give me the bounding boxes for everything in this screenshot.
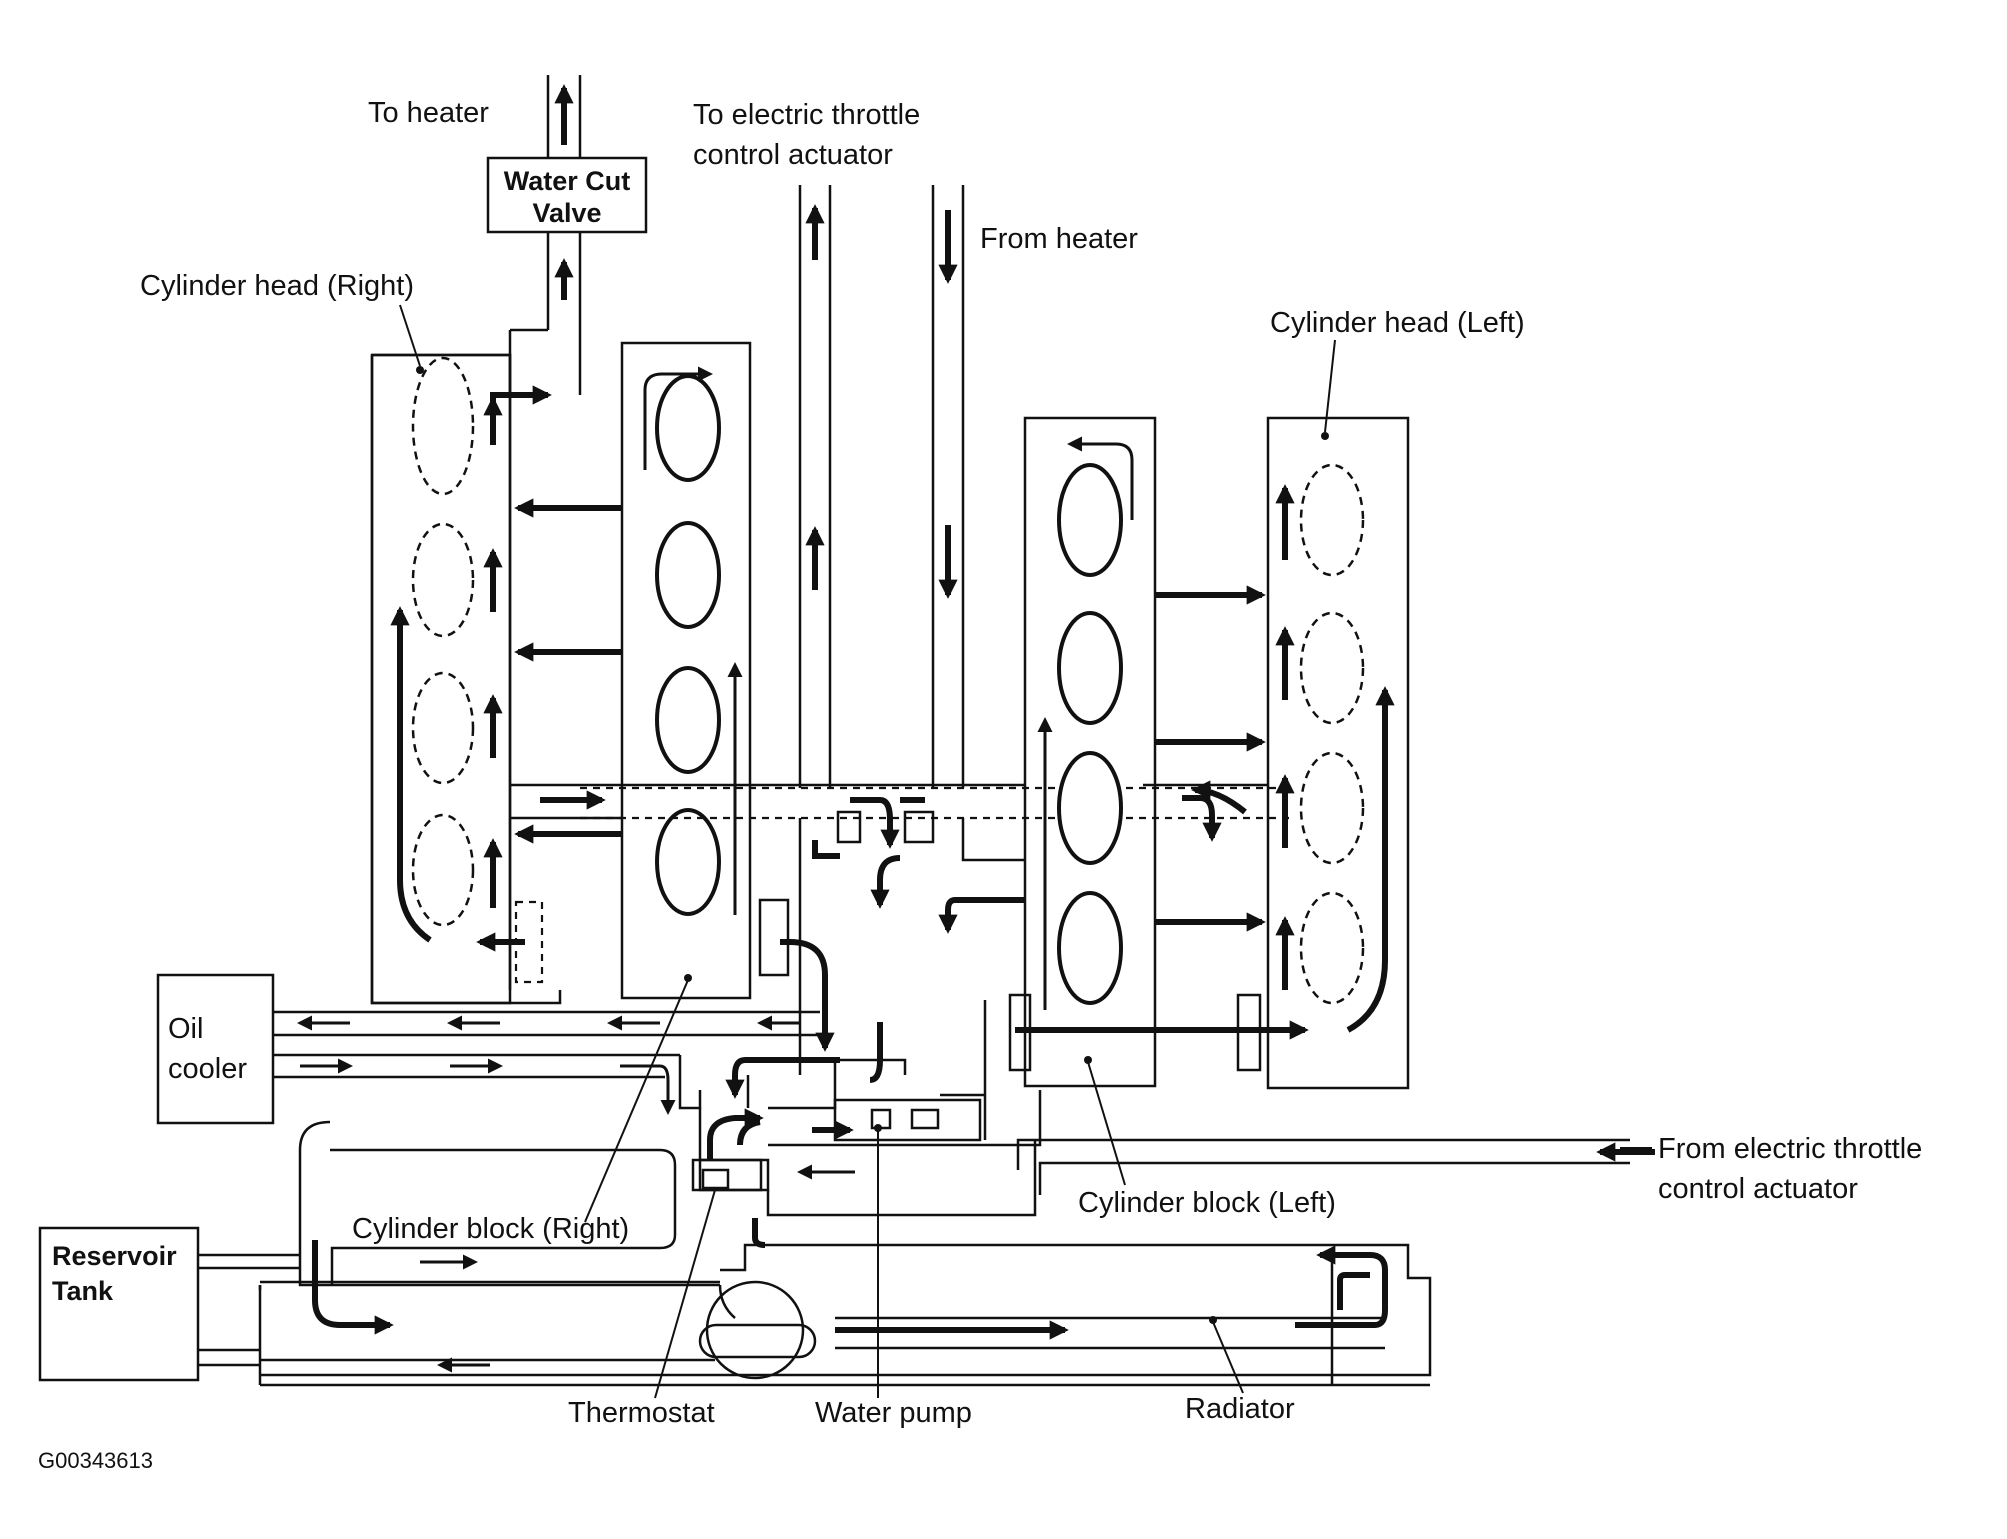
water-cut-valve: Water Cut Valve	[486, 156, 648, 234]
cylinder-block-right	[514, 341, 835, 1052]
cylinder-head-left	[1236, 416, 1410, 1090]
crossover-passages	[510, 780, 1290, 1075]
leader-lines	[399, 304, 1652, 1399]
water-pump-label: Water pump	[815, 1397, 972, 1429]
radiator-label: Radiator	[1185, 1393, 1295, 1425]
to-heater-label: To heater	[368, 97, 489, 129]
water-cut-valve-label-2: Valve	[532, 198, 601, 228]
reservoir-tank-label-1: Reservoir	[52, 1241, 177, 1271]
figure-id: G00343613	[38, 1448, 153, 1473]
reservoir-tank-label-2: Tank	[52, 1276, 114, 1306]
water-cut-valve-label-1: Water Cut	[504, 166, 631, 196]
cylinder-block-right-label: Cylinder block (Right)	[352, 1213, 629, 1245]
from-throttle-label-2: control actuator	[1658, 1173, 1858, 1205]
water-pump	[833, 1000, 987, 1142]
from-heater-label: From heater	[980, 223, 1138, 255]
from-throttle-label-1: From electric throttle	[1658, 1133, 1922, 1165]
to-throttle-label-1: To electric throttle	[693, 99, 920, 131]
to-throttle-label-2: control actuator	[693, 139, 893, 171]
radiator	[258, 1120, 1432, 1387]
thermostat-housing	[678, 1022, 1042, 1248]
heater-supply-pipe	[508, 75, 582, 395]
cylinder-block-left-label: Cylinder block (Left)	[1078, 1187, 1336, 1219]
heater-return-pipe	[931, 185, 965, 788]
thermostat-label: Thermostat	[568, 1397, 715, 1429]
oil-cooler: Oil cooler	[156, 973, 820, 1125]
oil-cooler-label-2: cooler	[168, 1053, 247, 1085]
reservoir-tank: Reservoir Tank	[38, 1226, 478, 1382]
throttle-return-pipe	[1016, 1138, 1655, 1195]
cylinder-head-right-label: Cylinder head (Right)	[140, 270, 414, 302]
cylinder-head-left-label: Cylinder head (Left)	[1270, 307, 1525, 339]
cylinder-block-left	[938, 416, 1309, 1088]
cylinder-head-right	[370, 353, 562, 1005]
throttle-supply-pipe	[798, 185, 832, 788]
oil-cooler-label-1: Oil	[168, 1013, 203, 1045]
